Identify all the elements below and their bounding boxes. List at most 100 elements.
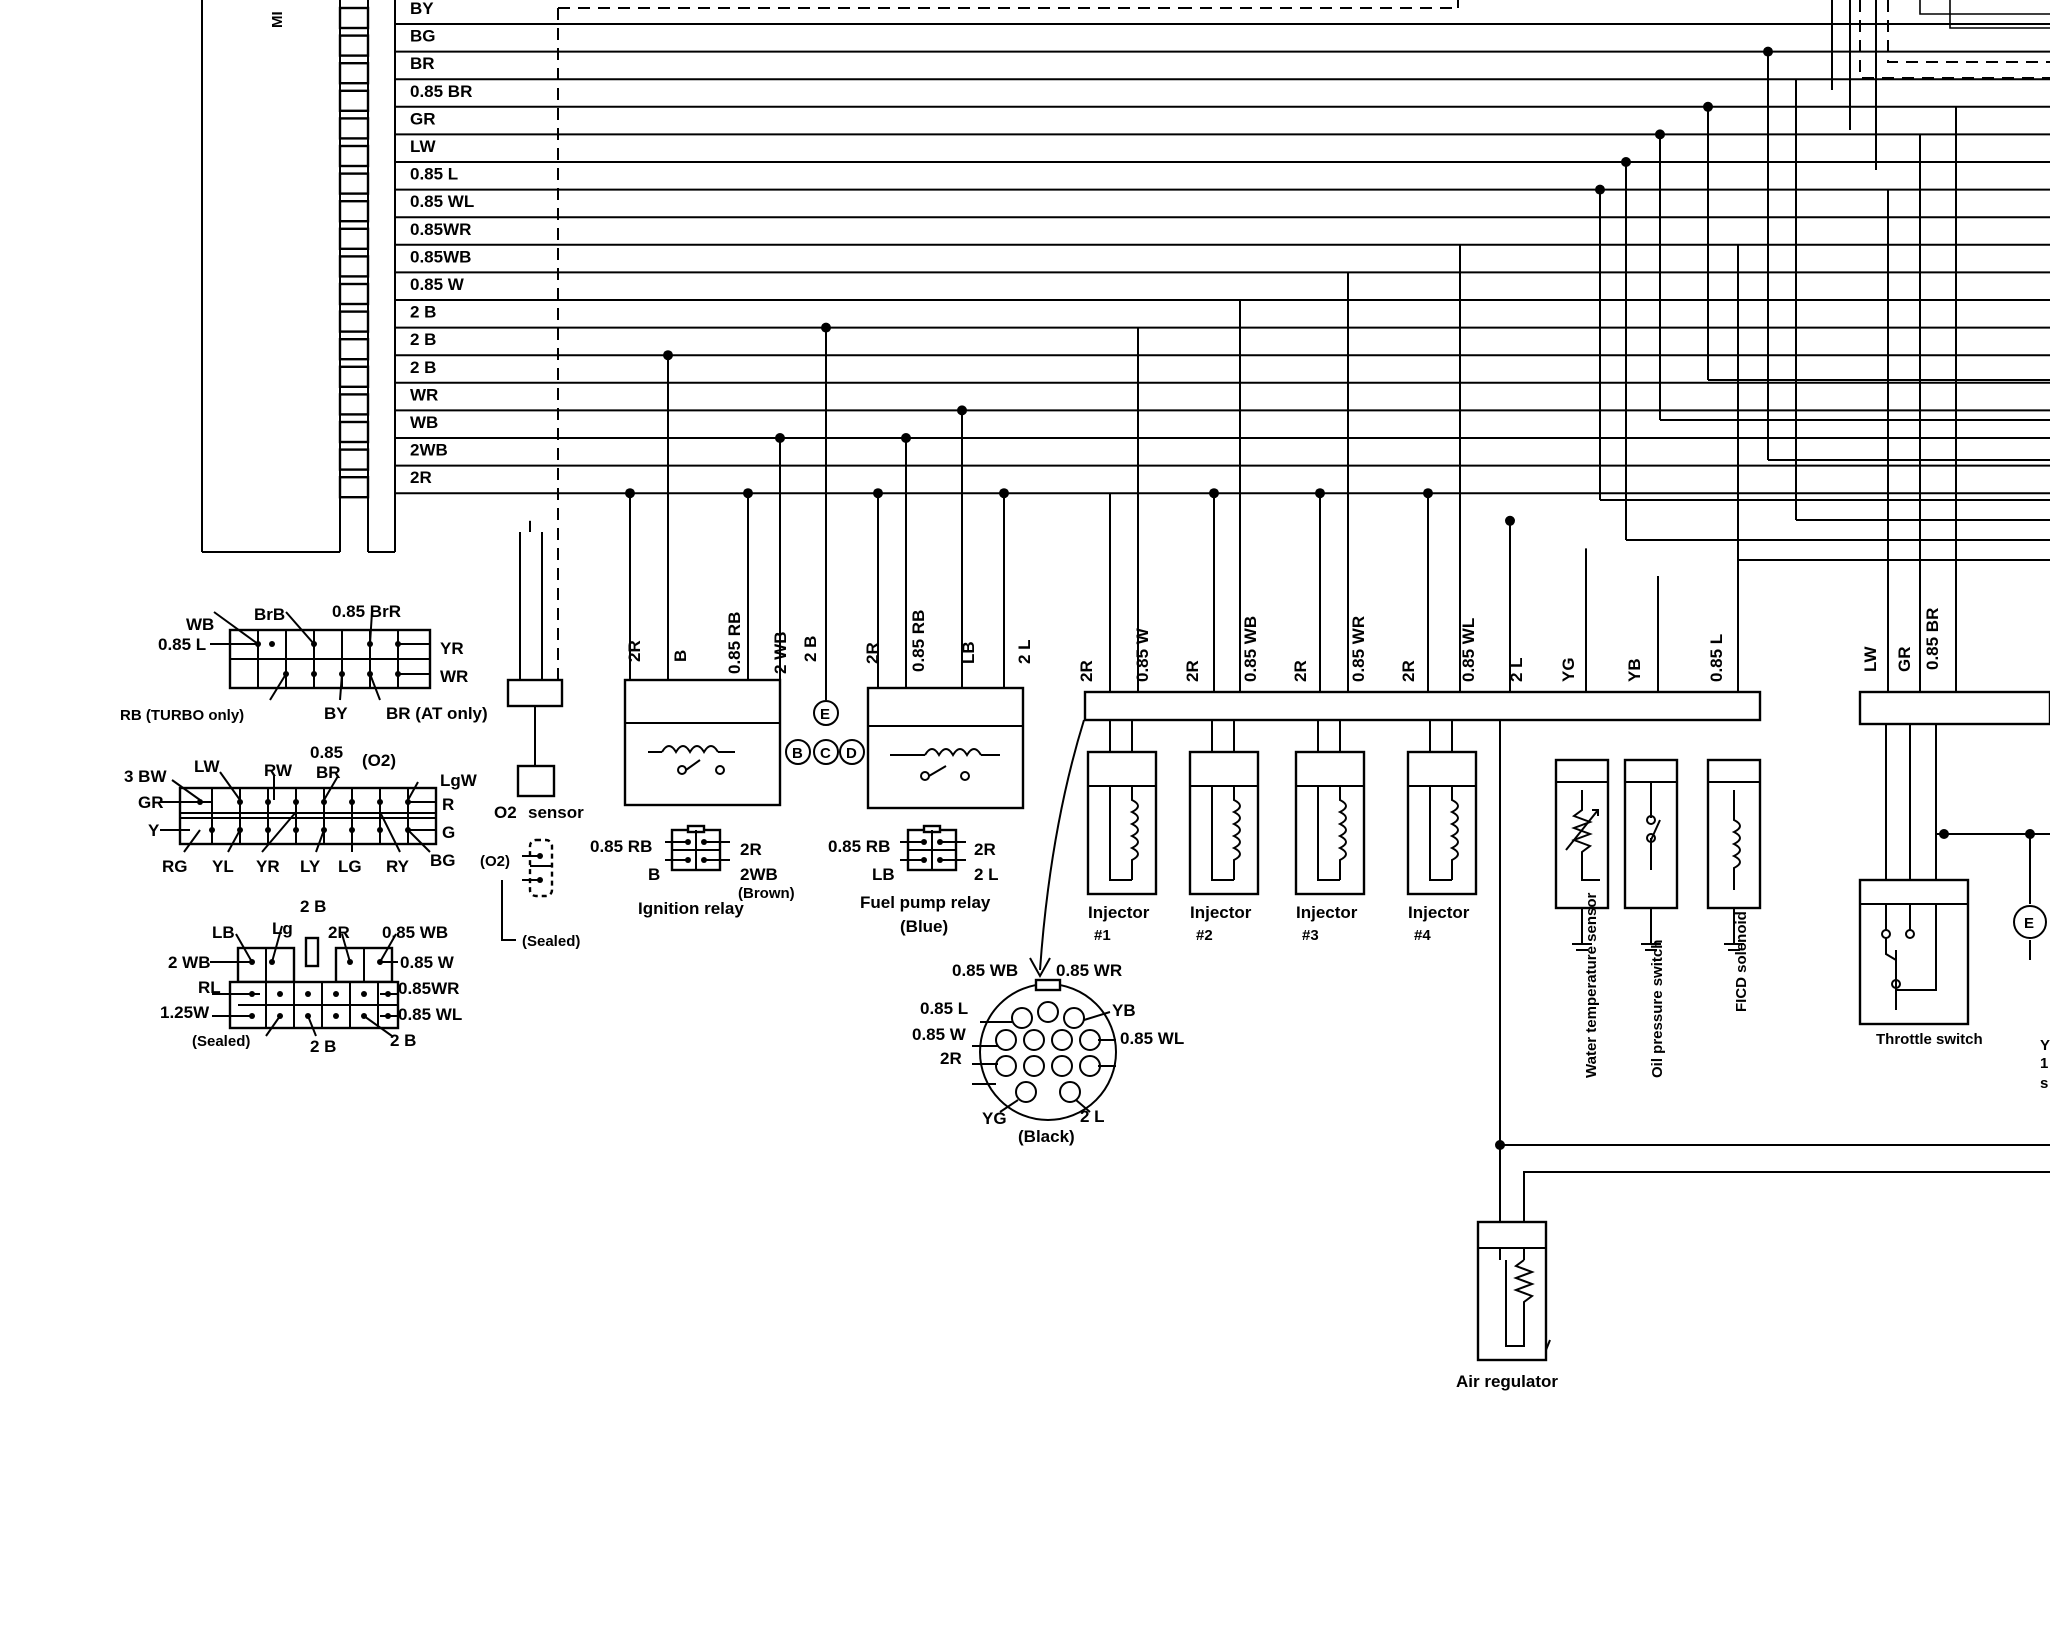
junction-dot [1763, 46, 1773, 57]
injector-title: Injector [1088, 903, 1150, 922]
ign-plug-label-2: 2R [740, 840, 762, 859]
right-edge-mark-2: s [2040, 1075, 2048, 1092]
air-regulator-label: Air regulator [1456, 1372, 1558, 1391]
junction-dot [901, 433, 911, 443]
right-edge-marks: Y 1 s [2040, 1037, 2050, 1092]
ecu-wire-label: WB [410, 413, 438, 432]
c2-top-3: RW [264, 761, 293, 780]
ecu-pin-stub [338, 172, 370, 195]
ign-relay-title: Ignition relay [638, 899, 744, 918]
ign-wire-label-2: B [671, 650, 690, 662]
c2-top-6: (O2) [362, 751, 396, 770]
c3-top-1: 2 B [300, 897, 326, 916]
throttle-wire-label-3: 0.85 BR [1923, 608, 1942, 670]
c3-right-1: 0.85 W [400, 953, 455, 972]
c3-right-3: 0.85 WL [398, 1005, 462, 1024]
fuel-pump-relay-wire-labels: 2R 0.85 RB LB 2 L [863, 610, 1034, 672]
c1-bottom-1: RB (TURBO only) [120, 707, 244, 724]
ground-letter-d: D [846, 745, 857, 762]
ecu-pin-stub [338, 393, 370, 416]
harness-wire-label: 0.85 W [1133, 627, 1152, 682]
ecu-wire-label: 2 B [410, 330, 436, 349]
water-temp-sensor-label: Water temperature sensor [1583, 892, 1600, 1078]
ecu-wire-label: GR [410, 109, 436, 128]
c1-top-3: 0.85 BrR [332, 602, 401, 621]
injector-harness-bar [1083, 690, 1762, 722]
injector-number: #3 [1302, 927, 1319, 944]
ecu-pin-stub [338, 117, 370, 140]
harness-lines [395, 0, 2050, 700]
injector-title: Injector [1296, 903, 1358, 922]
fp-plug-label-3: LB [872, 865, 895, 884]
junction-dot [873, 488, 883, 499]
c2-top-4: 0.85 [310, 743, 343, 762]
ecu-wire-label: BY [410, 0, 434, 18]
throttle-title: Throttle switch [1876, 1031, 1983, 1048]
rc-left-3: 0.85 W [912, 1025, 967, 1044]
ignition-relay-plug: 0.85 RB 2R B 2WB (Brown) Ignition relay [590, 824, 795, 918]
c2-bottom-1: RG [162, 857, 188, 876]
ign-plug-color: (Brown) [738, 885, 795, 902]
ecu-wire-label: BR [410, 54, 435, 73]
junction-dot [743, 488, 753, 499]
rc-right-2: YB [1112, 1001, 1136, 1020]
injector-title: Injector [1408, 903, 1470, 922]
injector-number: #1 [1094, 927, 1111, 944]
junction-dot [1655, 129, 1665, 140]
rc-right-1: 0.85 WR [1056, 961, 1122, 980]
oil-pressure-switch-label: Oil pressure switch [1649, 940, 1666, 1078]
ecu-pin-stub [338, 255, 370, 278]
right-edge-mark-1: 1 [2040, 1055, 2048, 1072]
ground-letter-e: E [820, 706, 830, 723]
harness-wire-label: 0.85 WR [1349, 616, 1368, 682]
ecu-wire-label: 0.85 WL [410, 192, 474, 211]
rc-left-4: 2R [940, 1049, 962, 1068]
ign-plug-label-1: 0.85 RB [590, 837, 652, 856]
top-right-wires [1919, 0, 2050, 29]
harness-wire-label: 2R [1183, 660, 1202, 682]
c3-left-1: 2 WB [168, 953, 211, 972]
rc-right-3: 0.85 WL [1120, 1029, 1184, 1048]
ecu-wire-label: WR [410, 385, 438, 404]
water-temperature-sensor: Water temperature sensor [1554, 758, 1610, 1078]
c3-bottom-2: 2 B [310, 1037, 336, 1056]
junction-dot [957, 405, 967, 416]
fp-plug-label-4: 2 L [974, 865, 999, 884]
injector-4: Injector#4 [1406, 720, 1478, 944]
c3-left-2: RL [198, 978, 221, 997]
ign-ground-wire-label: 2 B [801, 636, 820, 662]
ecu-pin-stub [338, 62, 370, 85]
connector-3: 2 B LB Lg 2R 0.85 WB 2 WB RL 1.25W 0.85 … [160, 897, 462, 1056]
ign-wire-label-4: 2 WB [771, 632, 790, 675]
junction-dot [999, 488, 1009, 499]
ecu-pin-stub [338, 89, 370, 113]
c2-bottom-7: BG [430, 851, 456, 870]
ignition-relay [623, 678, 782, 807]
injector-1: Injector #1 [1086, 720, 1158, 944]
connector-2: 3 BW LW RW 0.85 BR (O2) LgW GR Y R G RG … [124, 743, 478, 876]
ecu-wire-label: 2R [410, 468, 432, 487]
ground-icon [813, 700, 839, 726]
injector-title: Injector [1190, 903, 1252, 922]
fp-plug-color: (Blue) [900, 917, 948, 936]
c2-bottom-4: LY [300, 857, 321, 876]
c1-bottom-3: BR (AT only) [386, 704, 488, 723]
o2-sealed-label: (Sealed) [522, 933, 580, 950]
ecu-pin-stub [338, 448, 370, 471]
ecu-wire-label: 2 B [410, 303, 436, 322]
rc-left-2: 0.85 L [920, 999, 968, 1018]
junction-dot [775, 433, 785, 443]
ficd-solenoid: FICD solenoid [1706, 758, 1762, 1012]
rc-left-5: YG [982, 1109, 1007, 1128]
ecu-label: MI [269, 11, 286, 28]
o2-sensor: O2 sensor (O2) (Sealed) [480, 532, 584, 950]
c2-right-2: G [442, 823, 455, 842]
fp-relay-title: Fuel pump relay [860, 893, 991, 912]
throttle-ground-icon [2013, 905, 2047, 939]
ground-letter-b: B [792, 745, 803, 762]
c3-left-3: 1.25W [160, 1003, 210, 1022]
fuel-pump-relay [866, 686, 1025, 810]
